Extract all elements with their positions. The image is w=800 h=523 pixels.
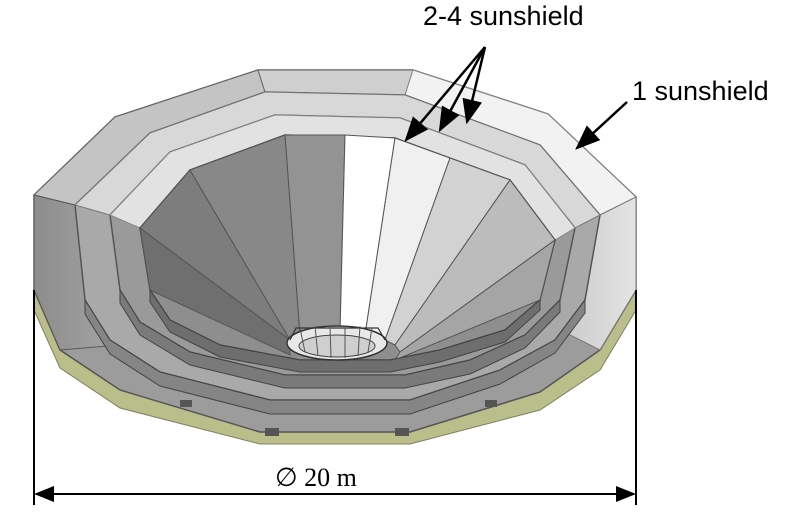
arrow-to-sunshield-4 [462, 46, 487, 125]
label-diameter: ∅ 20 m [275, 463, 357, 492]
arrow-to-sunshield-3 [438, 46, 487, 133]
arrow-to-sunshield-1 [575, 101, 628, 150]
inner-cone-segments [139, 134, 556, 362]
sunshield-1-rim-center [257, 69, 414, 96]
label-sunshield-2-4: 2-4 sunshield [423, 1, 584, 31]
annotation-arrows [404, 46, 628, 150]
label-sunshield-1: 1 sunshield [632, 76, 769, 106]
arrow-to-sunshield-2 [404, 46, 486, 142]
support-feet [180, 400, 497, 436]
front-step-ledges [84, 288, 586, 415]
diameter-dimension [33, 290, 637, 505]
central-hub [286, 325, 388, 361]
